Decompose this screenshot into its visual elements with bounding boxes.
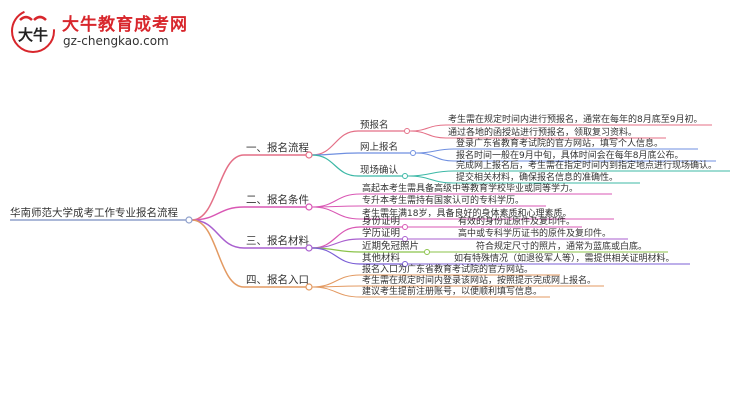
sub-label-education-proof: 学历证明 <box>362 227 400 239</box>
leaf-label: 提交相关材料，确保报名信息的准确性。 <box>456 171 618 183</box>
connector-line <box>311 130 359 156</box>
connector-line <box>191 219 245 249</box>
sub-label-other-materials: 其他材料 <box>362 252 401 264</box>
site-title: 大牛教育成考网 <box>62 15 188 35</box>
connector-line <box>311 193 361 208</box>
connector-line <box>407 175 455 184</box>
leaf-label: 高起本考生需具备高级中等教育学校毕业或同等学力。 <box>362 182 578 194</box>
site-url: gz-chengkao.com <box>63 34 169 48</box>
leaf-label: 如有特殊情况（如退役军人等），需提供相关证明材料。 <box>454 252 675 264</box>
root-node-dot <box>185 216 193 224</box>
connector-line <box>311 226 361 249</box>
leaf-label: 报名时间一般在9月中旬，具体时间会在每年8月底公布。 <box>456 149 683 161</box>
branch-label-entry: 四、报名入口 <box>246 273 309 286</box>
connector-line <box>311 274 361 288</box>
branch-label-requirements: 二、报名条件 <box>246 193 309 206</box>
leaf-label: 专升本考生需持有国家认可的专科学历。 <box>362 194 524 206</box>
leaf-label: 考生需年满18岁，具备良好的身体素质和心理素质。 <box>362 207 571 219</box>
connector-line <box>409 124 447 132</box>
branch-process: 一、报名流程 预报名 考生需在规定时间内进行预报名，通常在每年的8月底至9月初。… <box>244 113 730 184</box>
connector-line <box>311 247 361 265</box>
connector-line <box>191 154 245 221</box>
connector-line <box>191 219 245 288</box>
connector-line <box>311 206 361 220</box>
connector-line <box>415 152 455 162</box>
mindmap-edges <box>191 124 474 298</box>
leaf-label: 高中或专科学历证书的原件及复印件。 <box>458 227 611 239</box>
branch-entry: 四、报名入口 报名入口为广东省教育考试院的官方网站。 考生需在规定时间内登录该网… <box>244 263 604 298</box>
sub-label-onsite-confirmation: 现场确认 <box>360 164 399 176</box>
branch-node-dot <box>305 203 313 211</box>
connector-line <box>191 206 245 221</box>
mindmap-root: 华南师范大学成考工作专业报名流程 <box>10 206 193 224</box>
sub-label-online-registration: 网上报名 <box>360 141 398 153</box>
leaf-label: 报名入口为广东省教育考试院的官方网站。 <box>362 263 533 275</box>
branch-label-process: 一、报名流程 <box>246 141 309 154</box>
root-label: 华南师范大学成考工作专业报名流程 <box>10 206 178 219</box>
bull-logo-icon: 大牛 <box>11 9 55 53</box>
logo-mark-text: 大牛 <box>18 26 48 44</box>
branch-label-materials: 三、报名材料 <box>246 234 309 247</box>
branch-materials: 三、报名材料 身份证明 有效的身份证原件及复印件。 学历证明 高中或专科学历证书… <box>244 215 690 267</box>
leaf-label: 考生需在规定时间内登录该网站，按照提示完成网上报名。 <box>362 274 596 286</box>
sub-label-photo: 近期免冠照片 <box>362 240 419 252</box>
sub-label-pre-registration: 预报名 <box>360 119 389 131</box>
branch-node-dot <box>305 244 313 252</box>
leaf-label: 完成网上报名后，考生需在指定时间内到指定地点进行现场确认。 <box>456 159 717 171</box>
branch-requirements: 二、报名条件 高起本考生需具备高级中等教育学校毕业或同等学力。 专升本考生需持有… <box>244 182 614 220</box>
connector-line <box>415 148 455 154</box>
leaf-label: 符合规定尺寸的照片，通常为蓝底或白底。 <box>476 240 647 252</box>
connector-line <box>311 154 359 177</box>
leaf-label: 有效的身份证原件及复印件。 <box>458 215 575 227</box>
branch-node-dot <box>305 151 313 159</box>
leaf-label: 建议考生提前注册账号，以便顺利填写信息。 <box>362 285 542 297</box>
sub-label-id-proof: 身份证明 <box>362 215 400 227</box>
connector-line <box>407 170 455 177</box>
connector-line <box>409 130 447 139</box>
leaf-label: 考生需在规定时间内进行预报名，通常在每年的8月底至9月初。 <box>448 113 702 125</box>
leaf-label: 通过各地的函授站进行预报名，领取复习资料。 <box>448 126 637 138</box>
connector-line <box>311 286 361 298</box>
site-logo[interactable]: 大牛 大牛教育成考网 gz-chengkao.com <box>10 8 210 54</box>
leaf-label: 登录广东省教育考试院的官方网站，填写个人信息。 <box>456 137 663 149</box>
branch-node-dot <box>305 283 313 291</box>
